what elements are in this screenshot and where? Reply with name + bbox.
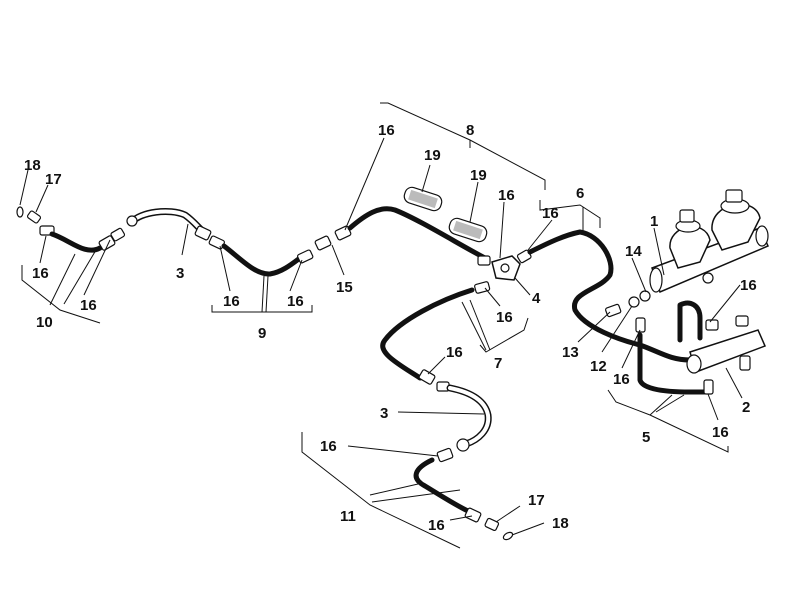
fitting <box>474 281 491 294</box>
part-label-2: 2 <box>742 399 750 416</box>
part-label-19: 19 <box>470 167 487 184</box>
part-label-11: 11 <box>340 508 356 525</box>
fitting <box>418 369 436 385</box>
pipe-6 <box>527 229 693 363</box>
part-label-18: 18 <box>552 515 569 532</box>
valve-2-group <box>637 300 767 395</box>
pipe-5 <box>637 332 713 395</box>
part-label-10: 10 <box>36 314 53 331</box>
protective-sleeve <box>403 186 443 212</box>
part-label-19: 19 <box>424 147 441 164</box>
pipe-8 <box>347 206 488 261</box>
fitting <box>484 517 500 532</box>
fitting <box>739 355 751 371</box>
part-label-16: 16 <box>712 424 729 441</box>
part-label-4: 4 <box>532 290 541 307</box>
part-label-6: 6 <box>576 185 584 202</box>
part-label-16: 16 <box>428 517 445 534</box>
part-label-16: 16 <box>446 344 463 361</box>
part-label-16: 16 <box>613 371 630 388</box>
pipe-7 <box>380 287 475 381</box>
pipe-8-group <box>347 186 488 261</box>
leader-lines <box>19 102 743 549</box>
fitting <box>705 319 719 331</box>
part-label-5: 5 <box>642 429 650 446</box>
part-label-7: 7 <box>494 355 502 372</box>
part-label-14: 14 <box>625 243 642 260</box>
bolt-13 <box>605 303 622 318</box>
fitting <box>703 379 714 395</box>
part-label-16: 16 <box>496 309 513 326</box>
fitting <box>297 249 314 264</box>
part-label-3: 3 <box>176 265 184 282</box>
part-label-16: 16 <box>498 187 515 204</box>
pipe-10 <box>49 231 103 253</box>
part-label-1: 1 <box>650 213 658 230</box>
part-label-15: 15 <box>336 279 353 296</box>
part-label-16: 16 <box>740 277 757 294</box>
part-label-16: 16 <box>320 438 337 455</box>
fitting <box>194 225 212 241</box>
part-label-16: 16 <box>223 293 240 310</box>
part-label-16: 16 <box>287 293 304 310</box>
union-parts <box>605 290 651 333</box>
part-label-12: 12 <box>590 358 607 375</box>
part-label-8: 8 <box>466 122 474 139</box>
part-label-16: 16 <box>80 297 97 314</box>
part-labels: 18 17 16 16 10 3 16 16 9 15 16 8 19 19 1… <box>24 122 757 534</box>
fitting <box>635 317 646 333</box>
pipe-9 <box>221 243 303 277</box>
reservoir-cap <box>679 209 695 223</box>
part-label-16: 16 <box>32 265 49 282</box>
protective-sleeve <box>448 217 488 243</box>
hose-end <box>456 438 470 452</box>
part-label-9: 9 <box>258 325 266 342</box>
fitting <box>314 235 332 251</box>
part-label-16: 16 <box>378 122 395 139</box>
pipe-11 <box>413 457 473 515</box>
master-cylinder-1 <box>649 189 769 294</box>
fitting <box>110 227 126 242</box>
fitting <box>735 315 749 327</box>
part-label-3: 3 <box>380 405 388 422</box>
left-pipe-group <box>16 206 352 277</box>
part-label-17: 17 <box>45 171 62 188</box>
fitting <box>26 210 42 224</box>
washer-14 <box>639 290 651 302</box>
part-label-17: 17 <box>528 492 545 509</box>
fitting <box>464 507 482 523</box>
hose-end <box>126 215 138 227</box>
distributor-4 <box>477 249 532 281</box>
seal-ring <box>16 206 24 218</box>
fitting <box>477 255 491 266</box>
fitting <box>436 447 454 463</box>
part-label-18: 18 <box>24 157 41 174</box>
part-label-13: 13 <box>562 344 579 361</box>
hose-3-lower-group <box>436 381 492 463</box>
pipe-7-group <box>380 281 491 385</box>
washer-12 <box>628 296 640 308</box>
part-label-16: 16 <box>542 205 559 222</box>
pipe-5b <box>677 300 703 343</box>
seal-ring <box>502 531 514 541</box>
reservoir-cap <box>725 189 743 203</box>
pipe-11-group <box>413 457 514 541</box>
